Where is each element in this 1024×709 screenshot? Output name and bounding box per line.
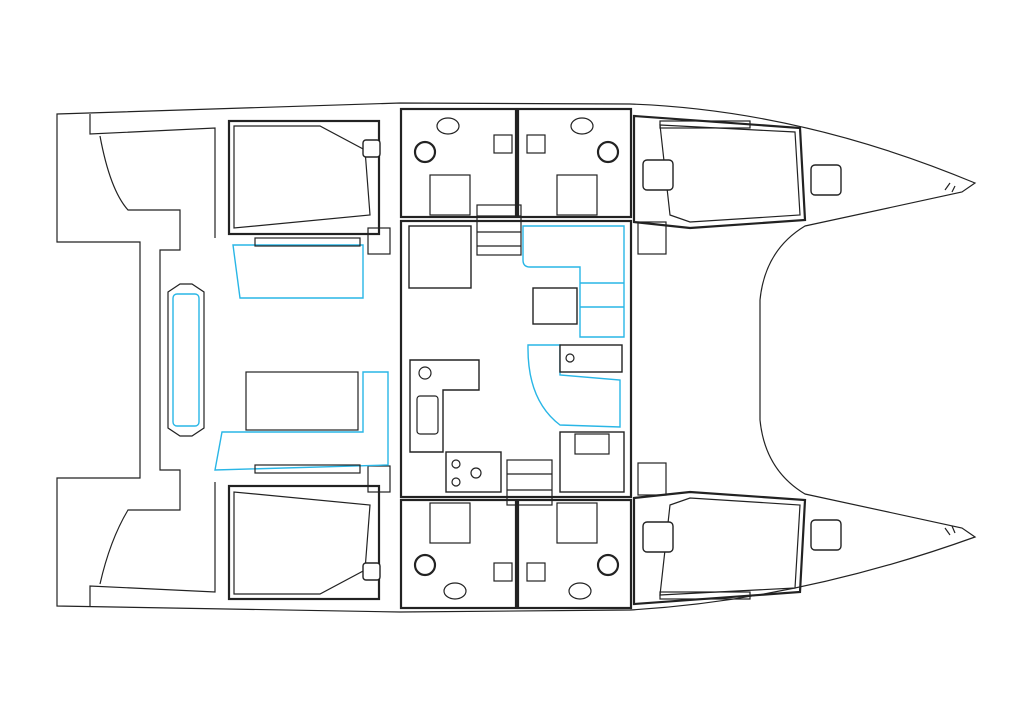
porthole (493, 562, 513, 582)
head-wall (399, 498, 518, 610)
cabin-wall (632, 490, 807, 606)
fwd-cabin-starboard[interactable] (632, 114, 842, 255)
stern-step-bottom (89, 482, 216, 606)
aft-bench-cushion (172, 293, 200, 427)
head-wall (399, 107, 518, 219)
head-wall (516, 107, 633, 219)
transom-line-top (99, 135, 181, 585)
bed (233, 491, 371, 595)
washbasin (570, 117, 594, 135)
porthole (362, 139, 381, 158)
toilet (596, 553, 620, 577)
step (367, 227, 391, 255)
fridge-knob (565, 353, 575, 363)
hatch (810, 519, 842, 551)
settee-cushion (522, 225, 625, 338)
cockpit-bench-top (232, 244, 364, 299)
cockpit-bench-rail-top (254, 237, 361, 247)
aft-bench (167, 283, 205, 437)
saloon-wall (399, 219, 633, 499)
shower-area (429, 502, 471, 544)
galley-counter (409, 359, 480, 453)
sink-round (418, 366, 432, 380)
saloon (399, 204, 633, 506)
hatch (642, 159, 674, 191)
companionway-steps-bottom (506, 459, 553, 506)
washbasin (568, 582, 592, 600)
step (367, 465, 391, 493)
hatch (810, 164, 842, 196)
fridge-unit (559, 344, 623, 373)
washbasin (443, 582, 467, 600)
hull-outline (56, 102, 977, 613)
hatch (642, 521, 674, 553)
cockpit-bench-rail-bottom (254, 464, 361, 474)
head-starboard-aft[interactable] (399, 107, 518, 219)
companionway-steps-top (476, 204, 522, 256)
cabin-wall (227, 119, 381, 236)
nav-screen (574, 433, 610, 455)
porthole (526, 134, 546, 154)
bed (659, 124, 801, 223)
porthole (526, 562, 546, 582)
bed (659, 497, 801, 596)
cockpit (167, 237, 389, 474)
steps-lines-bottom (507, 473, 552, 491)
washbasin (436, 117, 460, 135)
shower-area (556, 174, 598, 216)
shower-area (429, 174, 471, 216)
cockpit-bench-lshape (214, 371, 389, 471)
stern-step-top (89, 114, 216, 238)
cabin-wall (227, 484, 381, 601)
aft-cabin-port[interactable] (227, 465, 391, 601)
head-wall (516, 498, 633, 610)
bow-inner-bottom (944, 525, 956, 536)
porthole (493, 134, 513, 154)
stove-burners-icon (451, 459, 482, 487)
fwd-cabin-port[interactable] (632, 462, 842, 606)
saloon-table (532, 287, 578, 325)
bow-inner-top (944, 182, 956, 193)
nav-station (559, 431, 625, 493)
stove (445, 451, 502, 493)
chart-table (408, 225, 472, 289)
head-port-aft[interactable] (399, 498, 518, 610)
hull-outer-edge (56, 102, 977, 613)
bed-head-rail (659, 591, 751, 600)
sink (416, 395, 439, 435)
toilet (596, 140, 620, 164)
toilet (413, 140, 437, 164)
head-port-fwd[interactable] (516, 498, 633, 610)
toilet (413, 553, 437, 577)
porthole (362, 562, 381, 581)
bed-head-rail (659, 120, 751, 129)
step (637, 462, 667, 496)
cockpit-table (245, 371, 359, 431)
step (637, 221, 667, 255)
shower-area (556, 502, 598, 544)
aft-cabin-starboard[interactable] (227, 119, 391, 255)
cabin-wall (632, 114, 807, 230)
bed (233, 125, 371, 229)
head-starboard-fwd[interactable] (516, 107, 633, 219)
dinette-seat (527, 344, 621, 428)
